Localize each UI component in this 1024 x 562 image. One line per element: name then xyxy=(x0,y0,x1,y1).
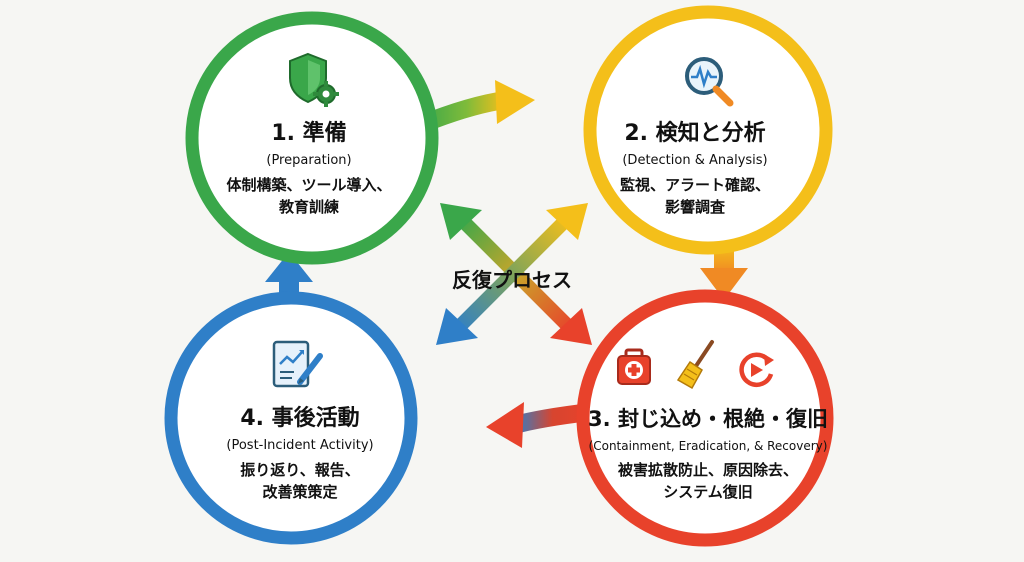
phase-2-circle xyxy=(583,5,833,255)
phase-description-line-2: 教育訓練 xyxy=(278,198,339,216)
phase-description-line-2: システム復旧 xyxy=(663,483,753,501)
restart-icon xyxy=(739,352,774,388)
shield-gear-icon xyxy=(289,52,339,107)
phase-2-detection-analysis: 2. 検知と分析 (Detection & Analysis) 監視、アラート確… xyxy=(575,120,815,218)
phase-subtitle: (Containment, Eradication, & Recovery) xyxy=(588,439,828,453)
phase-1-preparation: 1. 準備 (Preparation) 体制構築、ツール導入、 教育訓練 xyxy=(189,120,429,218)
arrow-containment-to-post xyxy=(486,402,592,448)
phase-description-line-1: 被害拡散防止、原因除去、 xyxy=(617,461,798,479)
arrow-head-to-post-incident xyxy=(436,308,478,345)
first-aid-kit-icon xyxy=(617,348,651,385)
phase-title: 3. 封じ込め・根絶・復旧 xyxy=(588,407,828,431)
cross-arrows xyxy=(436,203,592,345)
phase-subtitle: (Detection & Analysis) xyxy=(622,153,768,168)
phase-title: 4. 事後活動 xyxy=(240,406,360,431)
magnifier-pulse-icon xyxy=(685,57,734,107)
arrow-head-to-containment xyxy=(550,308,592,345)
phase-4-circle xyxy=(164,291,418,545)
phase-1-circle xyxy=(185,11,439,265)
arrow-head-to-preparation xyxy=(440,203,482,240)
phase-title: 1. 準備 xyxy=(271,121,347,146)
phase-subtitle: (Preparation) xyxy=(266,153,352,168)
phase-description-line-2: 改善策策定 xyxy=(262,483,338,501)
phase-description-line-1: 監視、アラート確認、 xyxy=(619,176,770,194)
arrow-head-to-detection xyxy=(546,203,588,240)
phase-4-post-incident-activity: 4. 事後活動 (Post-Incident Activity) 振り返り、報告… xyxy=(180,405,420,503)
phase-description-line-2: 影響調査 xyxy=(664,198,725,216)
phase-3-containment-eradication-recovery: 3. 封じ込め・根絶・復旧 (Containment, Eradication,… xyxy=(578,405,838,503)
phase-title: 2. 検知と分析 xyxy=(624,121,766,146)
phase-subtitle: (Post-Incident Activity) xyxy=(226,438,374,453)
center-label: 反復プロセス xyxy=(452,268,572,292)
phase-description-line-1: 振り返り、報告、 xyxy=(240,461,360,479)
phase-description-line-1: 体制構築、ツール導入、 xyxy=(226,176,392,194)
broom-icon xyxy=(676,340,714,390)
arrow-prep-to-detection xyxy=(416,80,535,134)
report-pen-icon xyxy=(272,340,323,388)
